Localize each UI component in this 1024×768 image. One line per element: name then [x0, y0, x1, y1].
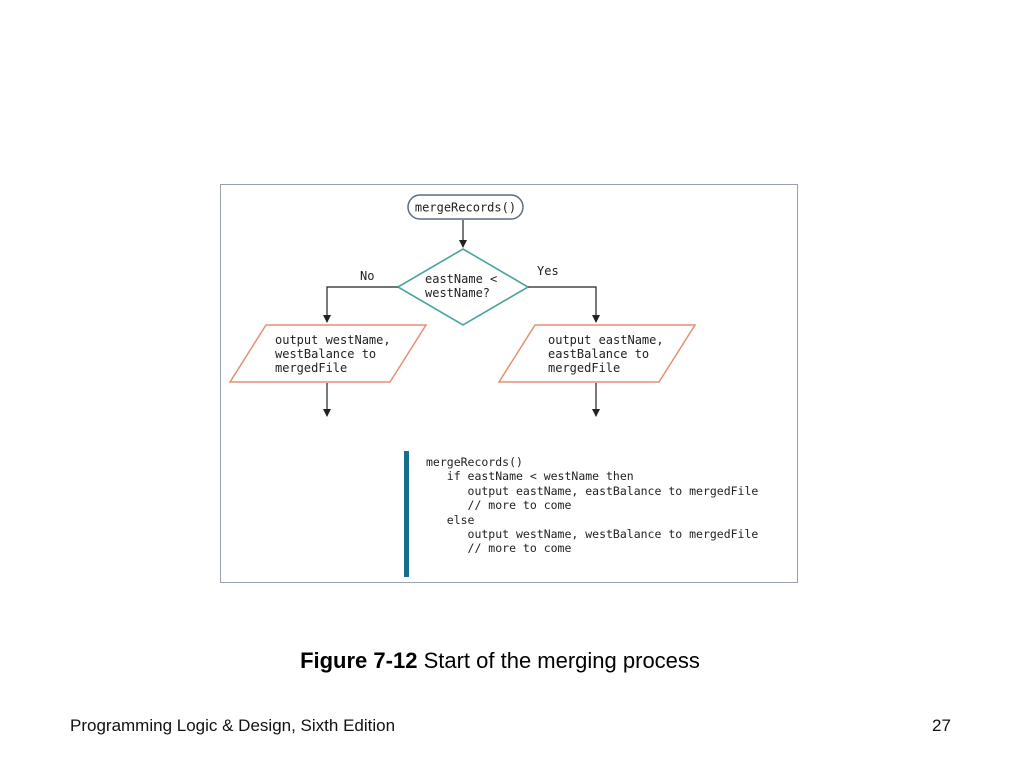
output-west-line3: mergedFile	[275, 361, 347, 375]
output-west-parallelogram	[228, 324, 428, 383]
figure-number: Figure 7-12	[300, 648, 418, 673]
output-west-line2: westBalance to	[275, 347, 376, 361]
figure-frame	[220, 184, 798, 583]
output-east-parallelogram	[497, 324, 697, 383]
pseudocode-line: output westName, westBalance to mergedFi…	[426, 527, 759, 542]
output-west-line1: output westName,	[275, 333, 391, 347]
start-terminal-label: mergeRecords()	[415, 201, 516, 215]
no-branch-label: No	[360, 269, 374, 283]
pseudocode-line: else	[426, 512, 475, 527]
footer-page-number: 27	[932, 716, 951, 735]
pseudocode-line: mergeRecords()	[426, 455, 523, 469]
yes-branch-connector	[528, 286, 600, 323]
decision-diamond	[396, 248, 530, 326]
yes-branch-label: Yes	[537, 264, 559, 278]
pseudocode-line: // more to come	[426, 541, 572, 556]
pseudocode-accent-bar	[404, 451, 409, 577]
figure-caption-text: Start of the merging process	[423, 648, 700, 673]
figure-caption: Figure 7-12 Start of the merging process	[0, 648, 1000, 674]
pseudocode-block: mergeRecords() if eastName < westName th…	[426, 455, 758, 556]
no-branch-connector	[323, 286, 398, 323]
decision-label-line1: eastName <	[425, 272, 497, 286]
footer-book-title: Programming Logic & Design, Sixth Editio…	[70, 716, 396, 735]
output-east-line1: output eastName,	[548, 333, 664, 347]
output-east-line2: eastBalance to	[548, 347, 649, 361]
output-east-line3: mergedFile	[548, 361, 620, 375]
start-terminal	[407, 194, 524, 220]
pseudocode-line: // more to come	[426, 498, 572, 513]
pseudocode-line: if eastName < westName then	[426, 469, 634, 484]
pseudocode-line: output eastName, eastBalance to mergedFi…	[426, 483, 759, 498]
decision-label-line2: westName?	[425, 286, 490, 300]
